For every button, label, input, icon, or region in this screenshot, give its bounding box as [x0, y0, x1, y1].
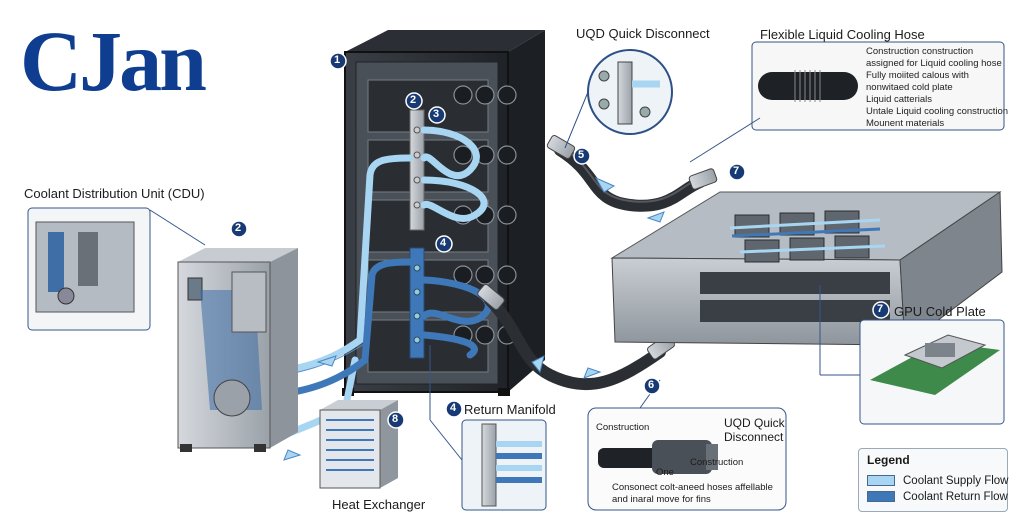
- callout-4-return: 4: [450, 402, 457, 414]
- heat-exchanger-label: Heat Exchanger: [332, 497, 426, 512]
- uqd-note-desc-1: Consonect colt-aneed hoses affellable: [612, 482, 773, 493]
- callout-7: 7: [733, 165, 740, 177]
- supply-manifold: [409, 109, 425, 231]
- uqd-note-construction-right: Construction: [690, 457, 744, 468]
- hose-note-1: Construction construction: [866, 46, 974, 57]
- legend-title: Legend: [867, 453, 910, 467]
- uqd-note-desc-2: and inaral move for fins: [612, 494, 711, 505]
- uqd-note-construction-left: Construction: [596, 422, 650, 433]
- callout-1: 1: [334, 54, 341, 66]
- callout-2: 2: [410, 94, 417, 106]
- uqd-note-one: One: [656, 467, 674, 478]
- cdu-unit: [177, 248, 298, 452]
- callout-4: 4: [440, 237, 447, 249]
- uqd-bottom-label-1: UQD Quick: [724, 416, 785, 430]
- callout-5: 5: [578, 149, 585, 161]
- legend: Legend Coolant Supply Flow Coolant Retur…: [858, 448, 1008, 512]
- hose-highlight: [559, 145, 701, 203]
- hose-note-7: Mounent materials: [866, 118, 945, 129]
- legend-supply-label: Coolant Supply Flow: [903, 475, 1009, 487]
- hose-label: Flexible Liquid Cooling Hose: [760, 27, 925, 42]
- uqd-bottom-inset: [587, 379, 787, 511]
- brand-logo: CJan: [20, 13, 207, 109]
- hose-note-4: nonwitaed cold plate: [866, 82, 953, 93]
- legend-supply-swatch: [867, 475, 895, 487]
- gpu-server: [610, 191, 1003, 346]
- hose-note-3: Fully moiited calous with: [866, 70, 969, 81]
- cdu-inset: [27, 207, 206, 331]
- hose-note-5: Liquid catterials: [866, 94, 933, 105]
- hose-note-2: assigned for Liquid cooling hose: [866, 58, 1002, 69]
- callout-2-cdu: 2: [235, 222, 242, 234]
- return-manifold: [409, 247, 425, 359]
- callout-7-gpu: 7: [877, 303, 884, 315]
- uqd-bottom-label-2: Disconnect: [724, 430, 784, 444]
- return-manifold-label: Return Manifold: [464, 402, 556, 417]
- callout-badges: [230, 52, 890, 429]
- flexible-hoses: [484, 144, 706, 391]
- callout-3: 3: [433, 108, 440, 120]
- hose-inset: [689, 41, 1005, 163]
- legend-return-label: Coolant Return Flow: [903, 491, 1008, 503]
- uqd-top-label: UQD Quick Disconnect: [576, 26, 710, 41]
- return-manifold-inset: [429, 345, 547, 511]
- hose-notes: Construction construction assigned for L…: [866, 46, 1008, 130]
- gpu-cold-plate-inset: [819, 285, 1005, 425]
- gpu-cold-plate-label: GPU Cold Plate: [894, 304, 986, 319]
- uqd-top-inset: [564, 49, 673, 149]
- heat-exchanger: [319, 400, 398, 489]
- return-pipes: [266, 258, 492, 399]
- legend-return-swatch: [867, 491, 895, 503]
- hose-note-6: Untale Liquid cooling construction: [866, 106, 1009, 117]
- legend-return: Coolant Return Flow: [867, 491, 1008, 503]
- callout-8: 8: [392, 413, 399, 425]
- callout-6: 6: [648, 379, 655, 391]
- cdu-label: Coolant Distribution Unit (CDU): [24, 186, 205, 201]
- legend-supply: Coolant Supply Flow: [867, 475, 1008, 487]
